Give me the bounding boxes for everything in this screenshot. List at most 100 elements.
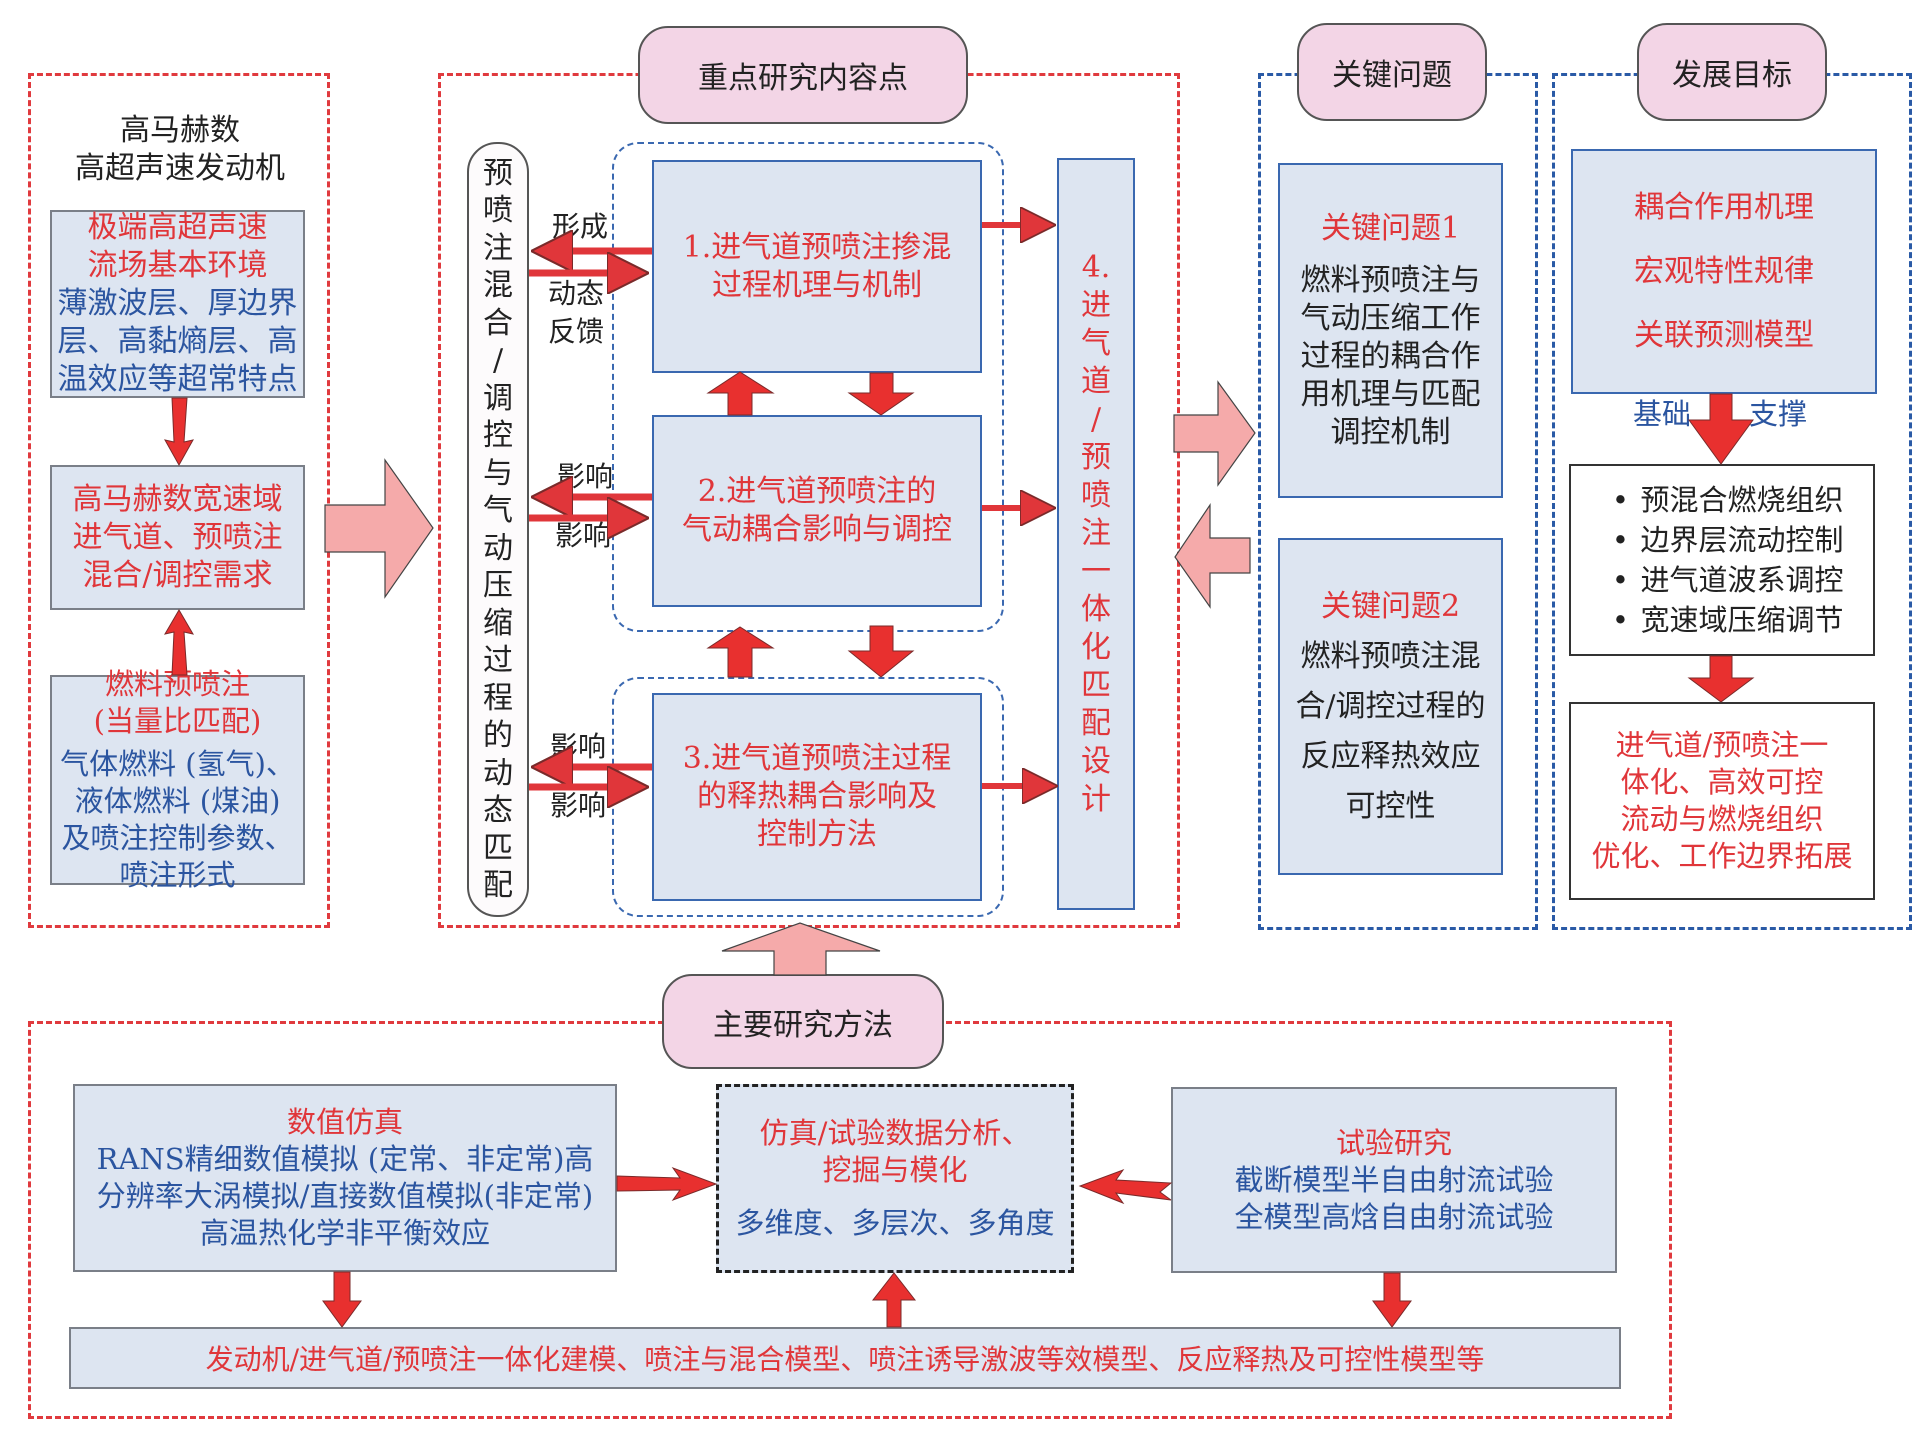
label-influence-2-in: 影响 xyxy=(555,519,612,552)
goal-top-line-2: 宏观特性规律 xyxy=(1634,253,1814,289)
matching-char: 动 xyxy=(483,755,513,791)
demand-line-2: 进气道、预喷注 xyxy=(72,519,283,555)
goals-bullets-box: 预混合燃烧组织 边界层流动控制 进气道波系调控 宽速域压缩调节 xyxy=(1569,464,1875,656)
arrow-fuel-to-demand xyxy=(163,609,195,676)
dynamic-matching-label: 预喷注混合/调控与气动压缩过程的动态匹配 xyxy=(483,155,513,905)
numerical-line-3: 高温热化学非平衡效应 xyxy=(199,1216,490,1250)
dynamic-matching-column: 预喷注混合/调控与气动压缩过程的动态匹配 xyxy=(467,142,529,917)
key-issue-1: 关键问题1 燃料预喷注与 气动压缩工作 过程的耦合作 用机理与匹配 调控机制 xyxy=(1278,163,1503,498)
research-item-2-line-2: 气动耦合影响与调控 xyxy=(682,512,952,547)
key-issue-2-line-4: 可控性 xyxy=(1345,788,1436,824)
research-item-3: 3.进气道预喷注过程 的释热耦合影响及 控制方法 xyxy=(652,693,982,901)
group-frame-engine xyxy=(28,73,330,928)
matching-char: 过 xyxy=(483,643,513,678)
fuel-preinjection-box: 燃料预喷注 (当量比匹配) 气体燃料 (氢气)、 液体燃料 (煤油) 及喷注控制… xyxy=(50,667,305,892)
matching-char: 控 xyxy=(483,418,513,453)
research-item-4: 4.进气道/预喷注一体化匹配设计 xyxy=(1057,158,1135,910)
big-arrow-left-to-center xyxy=(324,458,434,599)
matching-char: 注 xyxy=(483,230,513,266)
analysis-heading-2: 挖掘与模化 xyxy=(822,1153,968,1187)
research-content-title: 重点研究内容点 xyxy=(638,26,968,124)
arrow-numerical-to-analysis xyxy=(616,1166,718,1202)
goal-bullet: 进气道波系调控 xyxy=(1600,560,1843,600)
research-item-1-line-2: 过程机理与机制 xyxy=(712,267,922,303)
label-support: 支撑 xyxy=(1749,397,1808,431)
item4-char: 4. xyxy=(1081,250,1111,285)
research-item-3-line-1: 3.进气道预喷注过程 xyxy=(682,741,952,776)
research-item-3-line-2: 的释热耦合影响及 xyxy=(697,779,937,814)
matching-char: 混 xyxy=(483,268,513,303)
arrow-experimental-to-analysis xyxy=(1078,1168,1173,1205)
item4-char: 一 xyxy=(1081,554,1111,589)
research-item-1-line-1: 1.进气道预喷注掺混 xyxy=(682,229,952,265)
item4-char: 配 xyxy=(1081,706,1111,741)
key-issue-1-line-3: 过程的耦合作 xyxy=(1300,338,1481,374)
key-issue-2-line-3: 反应释热效应 xyxy=(1300,738,1481,774)
research-item-2-line-1: 2.进气道预喷注的 xyxy=(697,474,937,509)
matching-char: 与 xyxy=(483,455,513,491)
models-bar-text: 发动机/进气道/预喷注一体化建模、喷注与混合模型、喷注诱导激波等效模型、反应释热… xyxy=(205,1343,1485,1376)
matching-char: 调 xyxy=(483,380,513,416)
matching-char: 合 xyxy=(483,305,513,341)
demand-line-1: 高马赫数宽速域 xyxy=(72,481,283,517)
key-issues-title: 关键问题 xyxy=(1297,23,1487,121)
item4-char: 喷 xyxy=(1081,478,1111,513)
matching-char: 态 xyxy=(483,793,513,828)
key-issue-1-line-1: 燃料预喷注与 xyxy=(1300,262,1481,298)
big-arrow-issues-to-center xyxy=(1174,503,1251,609)
experimental-heading: 试验研究 xyxy=(1335,1125,1452,1160)
key-issue-1-line-5: 调控机制 xyxy=(1330,414,1451,450)
flow-environment-box: 极端高超声速 流场基本环境 薄激波层、厚边界 层、高黏熵层、高 温效应等超常特点 xyxy=(50,210,305,398)
key-issue-2-heading: 关键问题2 xyxy=(1320,588,1461,624)
item4-char: 预 xyxy=(1081,440,1111,475)
arrow-item1-to-item2 xyxy=(847,372,915,416)
matching-char: 匹 xyxy=(483,830,513,866)
arrow-item2-to-item1 xyxy=(706,371,775,416)
arrow-env-to-demand xyxy=(164,397,194,467)
goals-mechanism-box: 耦合作用机理 宏观特性规律 关联预测模型 xyxy=(1571,149,1877,394)
item4-char: 计 xyxy=(1081,782,1111,817)
key-issue-2: 关键问题2 燃料预喷注混 合/调控过程的 反应释热效应 可控性 xyxy=(1278,538,1503,875)
goal-bullet: 宽速域压缩调节 xyxy=(1600,600,1843,640)
item4-char: 化 xyxy=(1081,630,1111,665)
experimental-line-2: 全模型高焓自由射流试验 xyxy=(1234,1199,1554,1234)
big-arrow-center-to-issues xyxy=(1173,380,1256,487)
matching-char: 程 xyxy=(483,680,513,716)
arrow-item3-to-item2 xyxy=(706,626,775,678)
key-issue-1-heading: 关键问题1 xyxy=(1320,210,1461,246)
item4-char: 匹 xyxy=(1081,668,1111,703)
item4-char: 注 xyxy=(1081,516,1111,551)
arrow-experimental-to-models xyxy=(1372,1272,1412,1328)
matching-char: / xyxy=(492,343,504,378)
item4-char: 进 xyxy=(1081,288,1111,323)
flow-env-body-1: 薄激波层、厚边界 xyxy=(57,286,298,321)
numerical-simulation-box: 数值仿真 RANS精细数值模拟 (定常、非定常)高 分辨率大涡模拟/直接数值模拟… xyxy=(73,1084,617,1272)
goal-top-line-1: 耦合作用机理 xyxy=(1634,189,1814,225)
analysis-heading-1: 仿真/试验数据分析、 xyxy=(759,1116,1031,1150)
fuel-body-3: 及喷注控制参数、 xyxy=(61,821,294,855)
flow-env-body-2: 层、高黏熵层、高 xyxy=(57,324,298,359)
goal-final-line-4: 优化、工作边界拓展 xyxy=(1591,839,1853,873)
big-arrow-methods-to-center xyxy=(721,922,881,976)
fuel-heading-2: (当量比匹配) xyxy=(93,704,262,738)
fuel-body-4: 喷注形式 xyxy=(119,858,236,892)
flow-env-heading-2: 流场基本环境 xyxy=(87,248,268,283)
arrow-bullets-to-final xyxy=(1687,655,1755,703)
research-item-3-line-3: 控制方法 xyxy=(757,817,877,852)
engine-title: 高马赫数 高超声速发动机 xyxy=(40,112,320,188)
matching-char: 预 xyxy=(483,155,513,191)
numerical-line-2: 分辨率大涡模拟/直接数值模拟(非定常) xyxy=(96,1179,594,1213)
label-dynamic-feedback-line-1: 动态 xyxy=(548,277,605,310)
fuel-body-2: 液体燃料 (煤油) xyxy=(74,784,281,818)
goals-title: 发展目标 xyxy=(1637,23,1827,121)
item4-char: / xyxy=(1090,402,1102,437)
research-item-2: 2.进气道预喷注的 气动耦合影响与调控 xyxy=(652,415,982,607)
research-item-1: 1.进气道预喷注掺混 过程机理与机制 xyxy=(652,160,982,373)
flow-env-heading-1: 极端高超声速 xyxy=(87,210,268,245)
label-influence-3-in: 影响 xyxy=(550,789,607,822)
item4-char: 体 xyxy=(1081,592,1111,627)
models-bar: 发动机/进气道/预喷注一体化建模、喷注与混合模型、喷注诱导激波等效模型、反应释热… xyxy=(69,1327,1621,1389)
matching-char: 气 xyxy=(483,493,513,528)
goal-top-line-3: 关联预测模型 xyxy=(1634,317,1814,353)
flow-env-body-3: 温效应等超常特点 xyxy=(57,362,298,397)
